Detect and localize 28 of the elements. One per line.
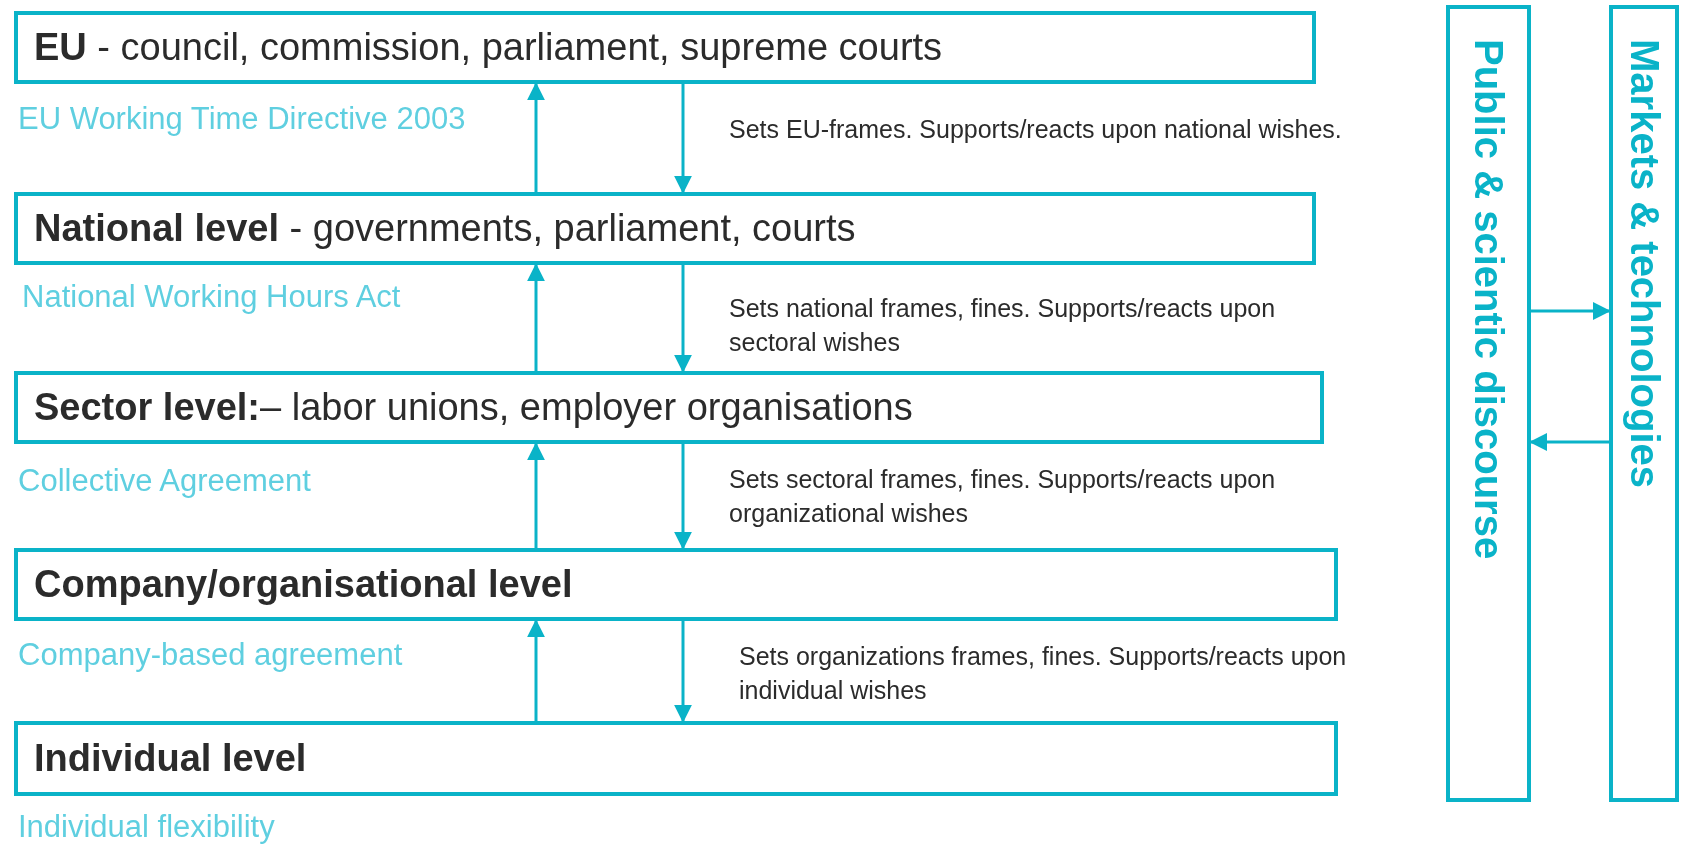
level-box xyxy=(14,548,1338,621)
box-label: Company/organisational level xyxy=(34,563,573,606)
arrow xyxy=(527,263,545,371)
instrument-caption: Individual flexibility xyxy=(18,808,275,846)
arrow xyxy=(674,444,692,550)
arrow xyxy=(527,82,545,192)
box-label: EU - council, commission, parliament, supreme courts xyxy=(34,26,943,69)
box-label: Individual level xyxy=(34,737,307,780)
level-box xyxy=(14,11,1316,84)
arrow xyxy=(527,442,545,548)
arrow xyxy=(1531,302,1611,320)
instrument-caption: Collective Agreement xyxy=(18,462,311,500)
arrow xyxy=(674,265,692,373)
instrument-caption: Company-based agreement xyxy=(18,636,403,674)
vertical-box xyxy=(1609,5,1679,802)
box-label: Sector level:– labor unions, employer organisations xyxy=(34,386,913,429)
level-box xyxy=(14,721,1338,796)
arrow xyxy=(674,621,692,723)
arrow xyxy=(674,84,692,194)
level-box xyxy=(14,371,1324,444)
box-label: National level - governments, parliament, courts xyxy=(34,207,856,250)
level-box xyxy=(14,192,1316,265)
arrow xyxy=(527,619,545,721)
box-label: Markets & technologies xyxy=(1621,39,1667,488)
instrument-caption: EU Working Time Directive 2003 xyxy=(18,100,466,138)
box-label: Public & scientic discourse xyxy=(1466,39,1511,560)
vertical-box xyxy=(1446,5,1531,802)
instrument-caption: National Working Hours Act xyxy=(22,278,401,316)
